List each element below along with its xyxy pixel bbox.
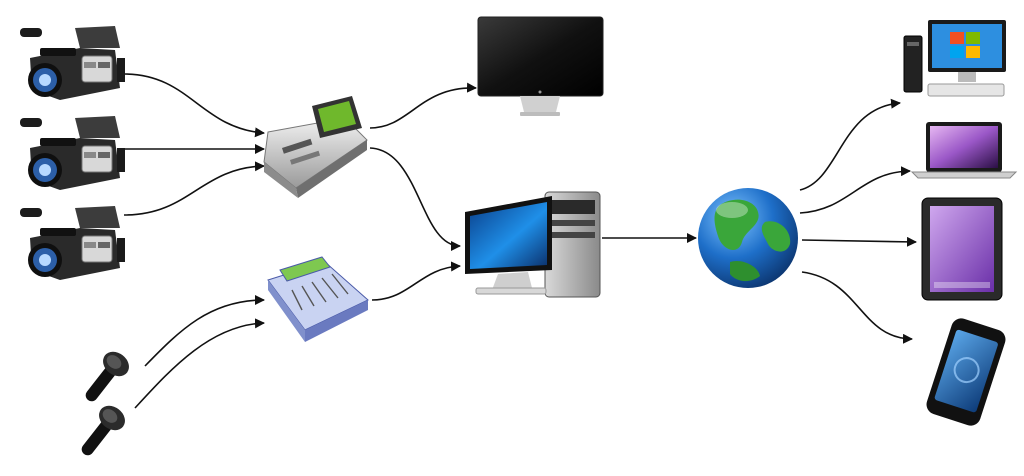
arrow-internet-to-laptop — [799, 166, 911, 214]
video-camera-icon — [19, 115, 126, 191]
smartphone-icon — [926, 318, 1006, 426]
monitor-icon — [477, 16, 604, 116]
video-camera-icon — [19, 25, 126, 101]
connection-arrows — [123, 73, 917, 409]
arrow-camera-3-to-video-switcher — [123, 161, 265, 216]
globe-icon — [698, 188, 798, 288]
video-switcher-icon — [263, 96, 368, 198]
video-camera-icon — [19, 205, 126, 281]
arrow-internet-to-tablet — [801, 236, 917, 247]
microphone-icon — [83, 346, 134, 404]
arrow-video-switcher-to-monitor — [369, 82, 477, 129]
arrow-internet-to-windows-pc — [799, 98, 901, 191]
microphone-icon — [79, 400, 130, 458]
arrow-video-switcher-to-streaming-computer — [369, 147, 461, 251]
arrow-internet-to-smartphone — [801, 271, 913, 344]
windows-pc-icon — [903, 20, 1006, 97]
arrow-audio-mixer-to-streaming-computer — [371, 261, 461, 301]
arrow-microphone-1-to-audio-mixer — [144, 295, 265, 367]
arrow-camera-1-to-video-switcher — [123, 73, 265, 138]
audio-mixer-icon — [267, 256, 369, 342]
tablet-icon — [921, 197, 1003, 301]
desktop-computer-icon — [465, 191, 601, 298]
arrow-microphone-2-to-audio-mixer — [134, 318, 265, 409]
laptop-icon — [910, 122, 1018, 179]
